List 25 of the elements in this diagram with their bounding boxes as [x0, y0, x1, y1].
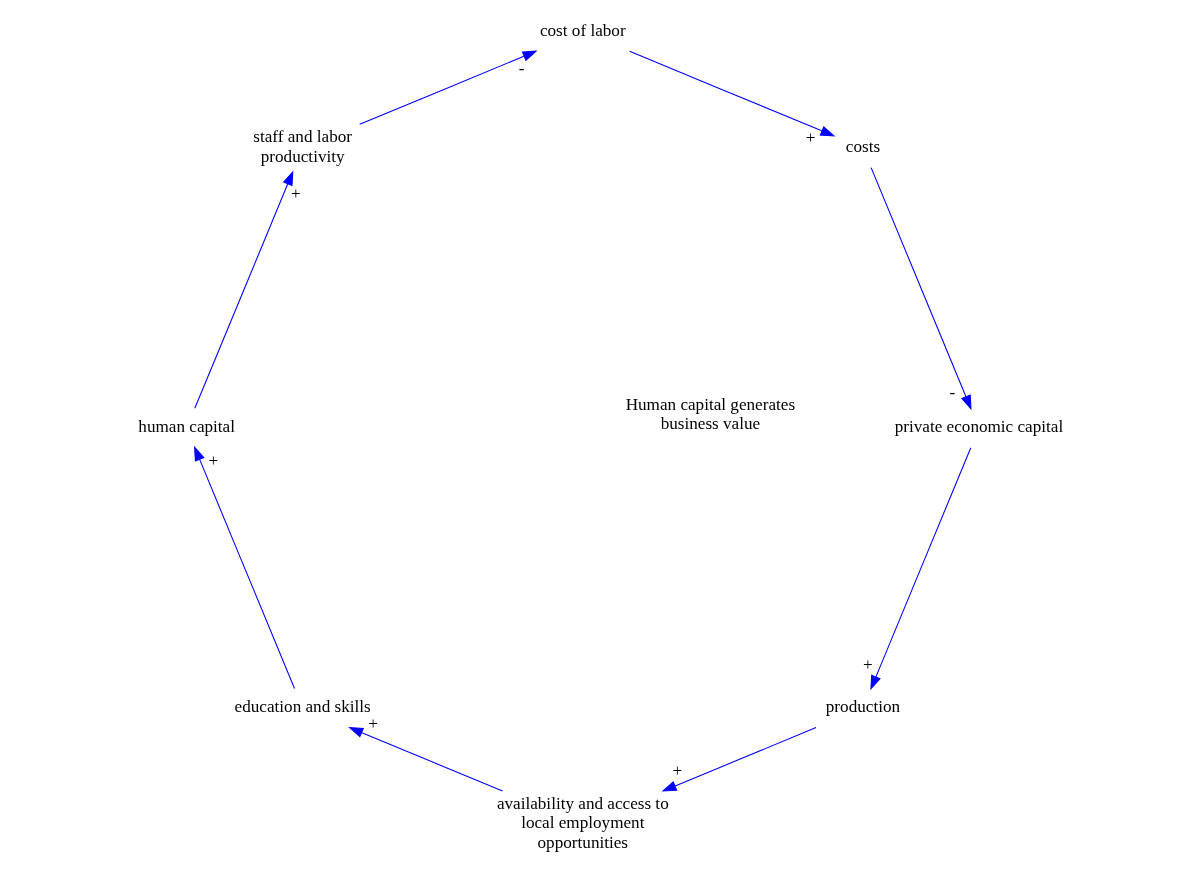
- edge-label: +: [672, 761, 683, 781]
- node-text: cost of labor: [539, 20, 626, 40]
- node-text: availability and access to local employment opportunities: [496, 793, 669, 852]
- node-text: private economic capital: [894, 417, 1064, 437]
- edge-label: +: [805, 128, 816, 148]
- node-text: human capital: [138, 417, 235, 437]
- label: Human capital generates business value: [625, 394, 796, 433]
- node-text: costs: [845, 136, 881, 156]
- edge-label: +: [208, 450, 219, 470]
- node-text: production: [825, 697, 901, 717]
- edge-label: +: [291, 184, 301, 204]
- node-text: staff and labor productivity: [253, 127, 353, 166]
- edge-label: -: [949, 383, 956, 403]
- edge-label: -: [518, 59, 525, 79]
- arrow: [348, 727, 504, 792]
- arrow: [629, 50, 836, 137]
- arrow: [194, 170, 294, 409]
- edge-label: +: [368, 713, 378, 733]
- edge-label: +: [863, 654, 873, 674]
- arrow: [870, 167, 972, 411]
- arrow: [194, 445, 296, 689]
- arrow: [661, 727, 817, 792]
- node-text: education and skills: [234, 697, 371, 717]
- arrow: [359, 50, 538, 125]
- arrow: [870, 447, 972, 691]
